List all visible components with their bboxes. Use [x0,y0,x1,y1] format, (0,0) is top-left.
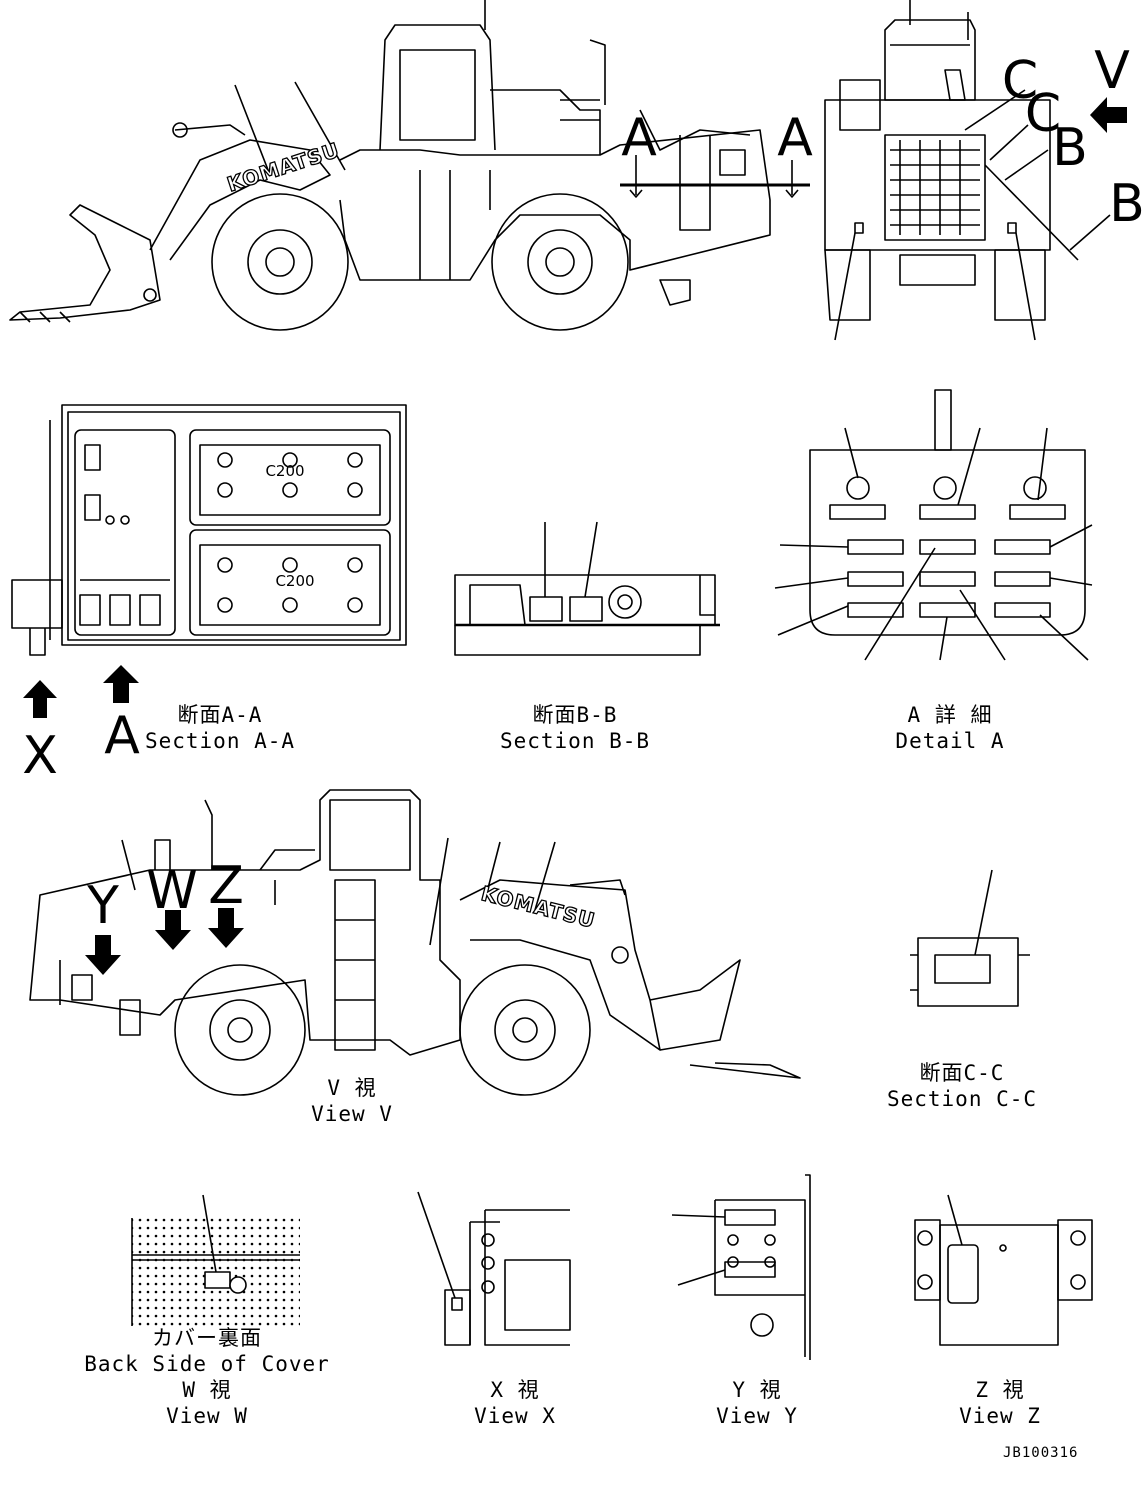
marker-x: X [22,726,58,786]
section-cc-box [910,869,1030,1007]
view-y-plate [671,1174,811,1360]
arrow-w-icon [155,910,191,950]
section-aa-panel [11,404,407,656]
marker-c-upper: C [1001,51,1039,111]
drawing-code: JB100316 [1003,1445,1079,1461]
marker-a-left: A [621,108,657,168]
loader-side-view [9,24,810,331]
marker-b-upper: B [1052,118,1088,178]
arrow-x-icon [23,680,57,718]
marker-c-lower: C [1024,84,1062,144]
arrow-a-icon [103,665,139,703]
marker-w: W [146,861,198,921]
marker-z: Z [208,856,244,916]
view-w-cover [108,1194,300,1326]
battery-label-lower: C200 [275,572,315,590]
marker-v: V [1094,41,1130,101]
loader-rear-view [824,19,1051,321]
arrow-z-icon [208,908,244,948]
arrow-v-icon [1090,97,1127,133]
arrow-y-icon [85,935,121,975]
marker-a-right: A [777,108,813,168]
section-bb-panel [454,521,720,656]
view-x-bracket [417,1191,571,1346]
detail-a-plate [774,389,1093,661]
loader-view-v [29,789,801,1096]
marker-y: Y [87,876,119,936]
view-z-plate [914,1194,1093,1346]
marker-b-lower: B [1109,174,1143,234]
battery-label-upper: C200 [265,462,305,480]
marker-a-section: A [104,706,140,766]
